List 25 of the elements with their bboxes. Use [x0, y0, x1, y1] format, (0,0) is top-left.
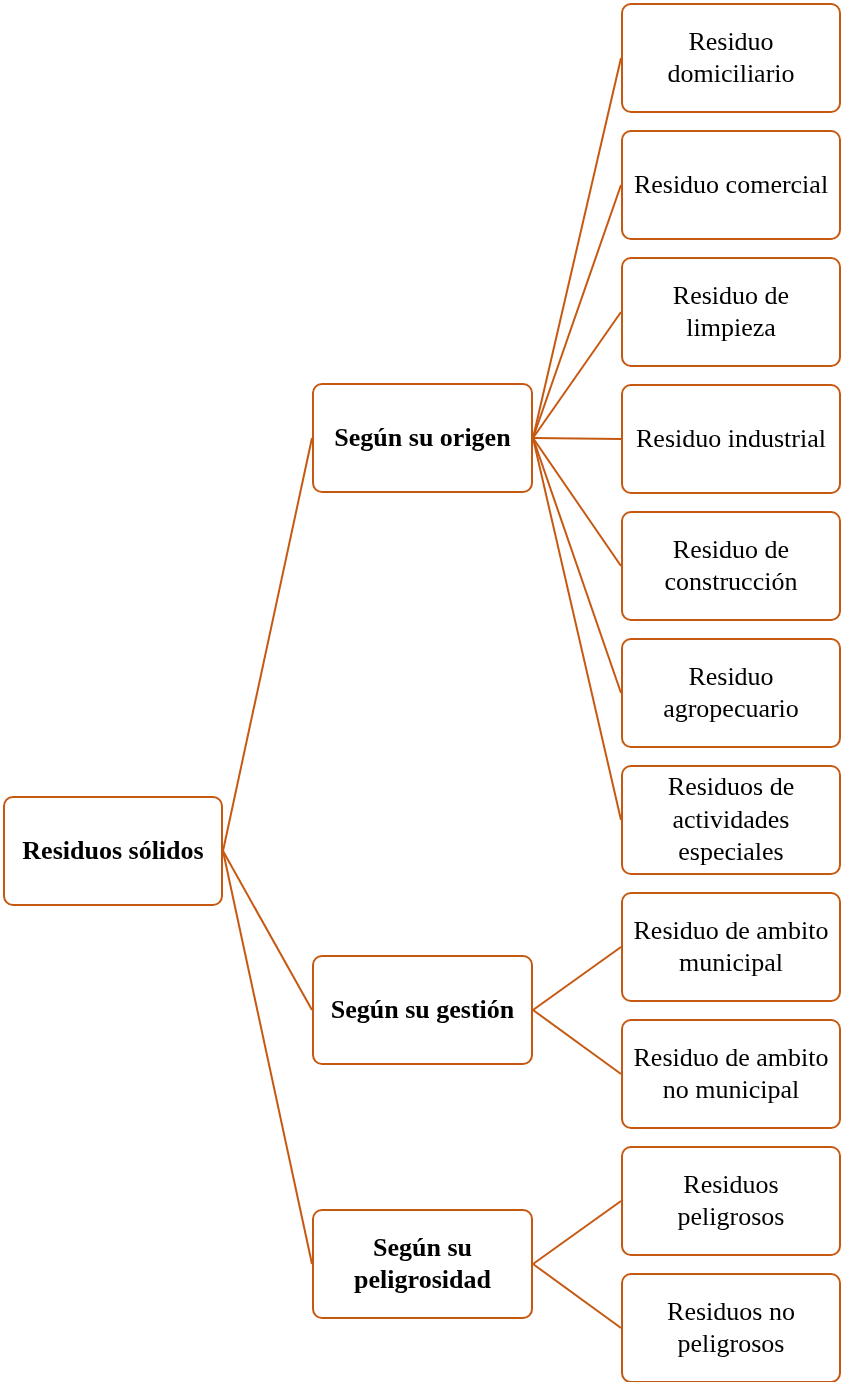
connector-line: [222, 850, 313, 1011]
leaf-box: Residuos de actividades especiales: [621, 765, 841, 875]
leaf-box: Residuo domiciliario: [621, 3, 841, 113]
connector-line: [532, 1263, 622, 1329]
leaf-box: Residuo industrial: [621, 384, 841, 494]
connector-line: [532, 946, 622, 1011]
category-box: Según su origen: [312, 383, 533, 493]
connector-line: [532, 437, 622, 440]
leaf-box: Residuo de construcción: [621, 511, 841, 621]
category-box: Según su peligrosidad: [312, 1209, 533, 1319]
leaf-box: Residuo de limpieza: [621, 257, 841, 367]
connector-line: [532, 437, 622, 567]
connector-line: [532, 1200, 622, 1265]
connector-line: [532, 1009, 622, 1075]
leaf-box: Residuos peligrosos: [621, 1146, 841, 1256]
leaf-box: Residuo de ambito municipal: [621, 892, 841, 1002]
category-box: Según su gestión: [312, 955, 533, 1065]
leaf-box: Residuo de ambito no municipal: [621, 1019, 841, 1129]
leaf-box: Residuos no peligrosos: [621, 1273, 841, 1382]
leaf-box: Residuo agropecuario: [621, 638, 841, 748]
connector-line: [532, 311, 622, 439]
connector-line: [222, 437, 313, 852]
connector-line: [222, 850, 313, 1265]
leaf-box: Residuo comercial: [621, 130, 841, 240]
category-box: Residuos sólidos: [3, 796, 223, 906]
